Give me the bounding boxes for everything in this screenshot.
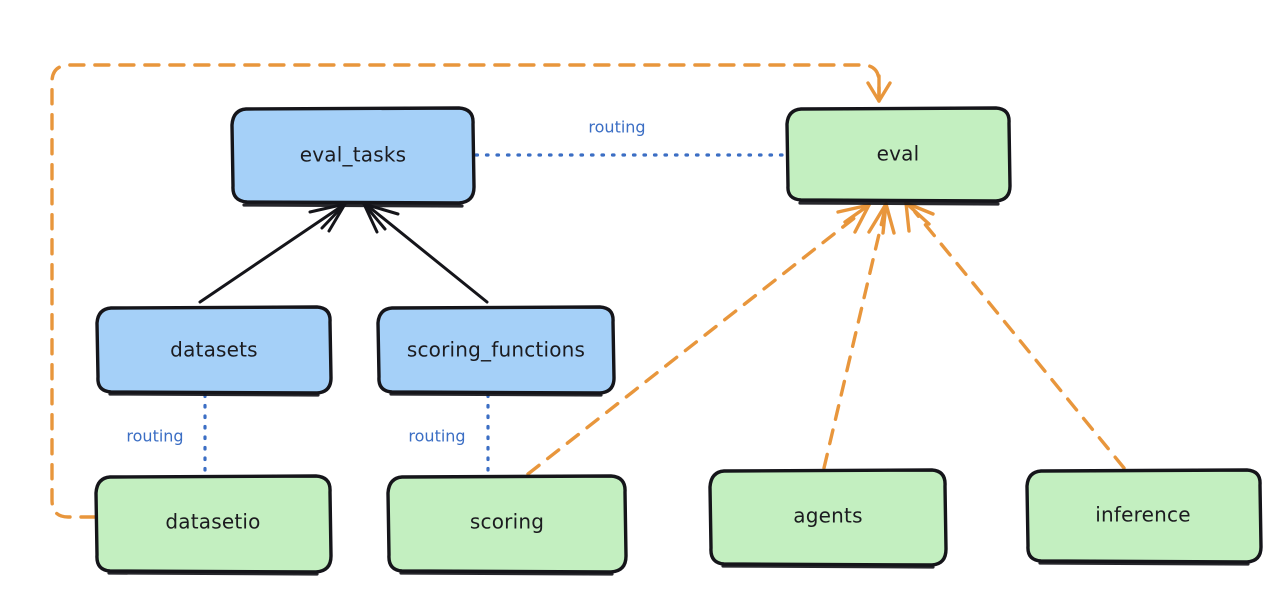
node-scoring-functions-shadow [389, 392, 603, 397]
node-datasetio[interactable]: datasetio [94, 474, 333, 576]
node-eval-shape [785, 106, 1012, 203]
node-datasets-label: datasets [170, 338, 258, 362]
node-eval-tasks-shape [230, 106, 476, 205]
node-agents[interactable]: agents [708, 468, 948, 569]
edge-group-solid [198, 202, 489, 304]
node-inference[interactable]: inference [1025, 468, 1263, 566]
edge-scoring-eval[interactable] [526, 203, 871, 476]
node-scoring-label: scoring [470, 510, 544, 534]
node-eval-label: eval [877, 142, 920, 166]
node-eval-tasks[interactable]: eval_tasks [230, 106, 476, 208]
edge-label-routing-scoring: routing [408, 427, 465, 446]
node-scoring-functions-label: scoring_functions [407, 338, 585, 362]
node-inference-label: inference [1095, 503, 1190, 527]
node-inference-shape [1025, 468, 1263, 564]
node-datasets-shadow [108, 392, 320, 397]
edge-datasets-eval_tasks[interactable] [198, 202, 347, 304]
node-eval-tasks-label: eval_tasks [300, 143, 406, 167]
edge-group-dependencies [50, 63, 1126, 519]
edge-agents-eval[interactable] [822, 202, 896, 470]
node-datasetio-shadow [107, 571, 319, 576]
node-datasets[interactable]: datasets [95, 305, 333, 397]
node-agents-shape [708, 468, 948, 567]
node-datasets-shape [95, 305, 333, 395]
edge-inference-eval[interactable] [904, 201, 1126, 470]
node-eval[interactable]: eval [785, 106, 1012, 206]
node-scoring-shadow [399, 571, 614, 576]
edge-label-routing-datasetio: routing [126, 427, 183, 446]
edge-edge-scoringfunctions-eval_tasks[interactable] [362, 202, 489, 304]
node-agents-shadow [721, 564, 935, 569]
node-scoring-shape [386, 474, 628, 574]
node-agents-label: agents [793, 504, 862, 528]
node-scoring-functions-shape [376, 305, 616, 395]
node-inference-shadow [1038, 561, 1250, 566]
node-scoring-functions[interactable]: scoring_functions [376, 305, 616, 397]
node-datasetio-shape [94, 474, 333, 574]
edge-datasetio-eval[interactable] [50, 63, 892, 519]
edge-group-routing [203, 153, 788, 476]
node-eval-shadow [798, 201, 1000, 206]
node-scoring[interactable]: scoring [386, 474, 628, 576]
edge-label-group: routing routing routing [126, 118, 645, 446]
node-datasetio-label: datasetio [165, 510, 260, 534]
edge-label-routing-eval: routing [588, 118, 645, 137]
node-eval-tasks-shadow [242, 203, 464, 208]
